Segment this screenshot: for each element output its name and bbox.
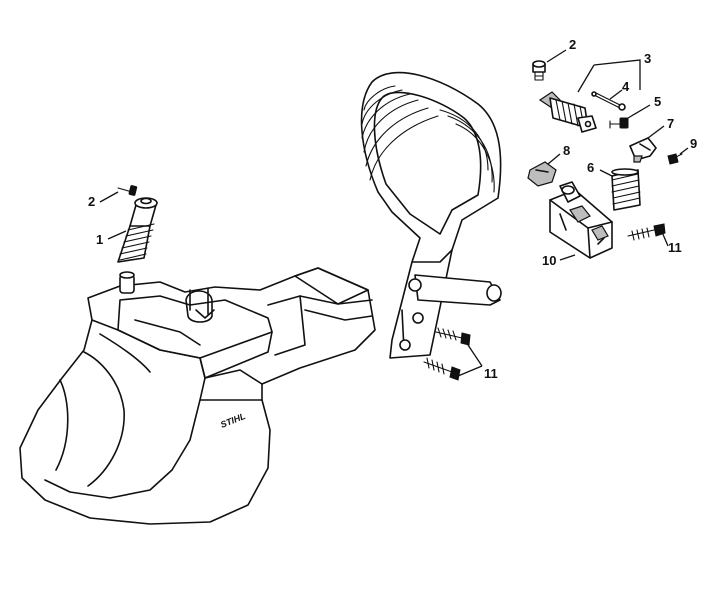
screw-5 bbox=[609, 117, 629, 129]
callout-2-right: 2 bbox=[569, 37, 576, 52]
screw-11-upper bbox=[435, 327, 471, 346]
callout-8: 8 bbox=[563, 143, 570, 158]
clip-7 bbox=[629, 137, 657, 163]
callouts: 1 2 2 3 4 5 7 9 8 6 10 11 11 bbox=[88, 37, 697, 381]
screw-11-lower bbox=[423, 357, 461, 381]
screw-11-right bbox=[627, 223, 666, 241]
spring-1 bbox=[117, 197, 158, 263]
callout-5: 5 bbox=[654, 94, 661, 109]
callout-10: 10 bbox=[542, 253, 556, 268]
callout-1: 1 bbox=[96, 232, 103, 247]
front-handle bbox=[360, 71, 502, 359]
callout-6: 6 bbox=[587, 160, 594, 175]
bracket-10 bbox=[549, 181, 613, 259]
callout-2-left: 2 bbox=[88, 194, 95, 209]
screw-2-right bbox=[532, 60, 546, 81]
callout-11-center: 11 bbox=[484, 366, 498, 381]
callout-7: 7 bbox=[667, 116, 674, 131]
pin-4 bbox=[591, 91, 626, 111]
callout-11-right: 11 bbox=[668, 240, 682, 255]
screw-2-left bbox=[117, 185, 138, 196]
housing: STIHL bbox=[19, 267, 376, 525]
spring-6 bbox=[611, 168, 641, 211]
callout-9: 9 bbox=[690, 136, 697, 151]
nut-8 bbox=[527, 161, 557, 187]
spring-assembly-3 bbox=[538, 91, 597, 133]
callout-4: 4 bbox=[622, 79, 630, 94]
screw-9 bbox=[667, 153, 683, 165]
callout-3: 3 bbox=[644, 51, 651, 66]
